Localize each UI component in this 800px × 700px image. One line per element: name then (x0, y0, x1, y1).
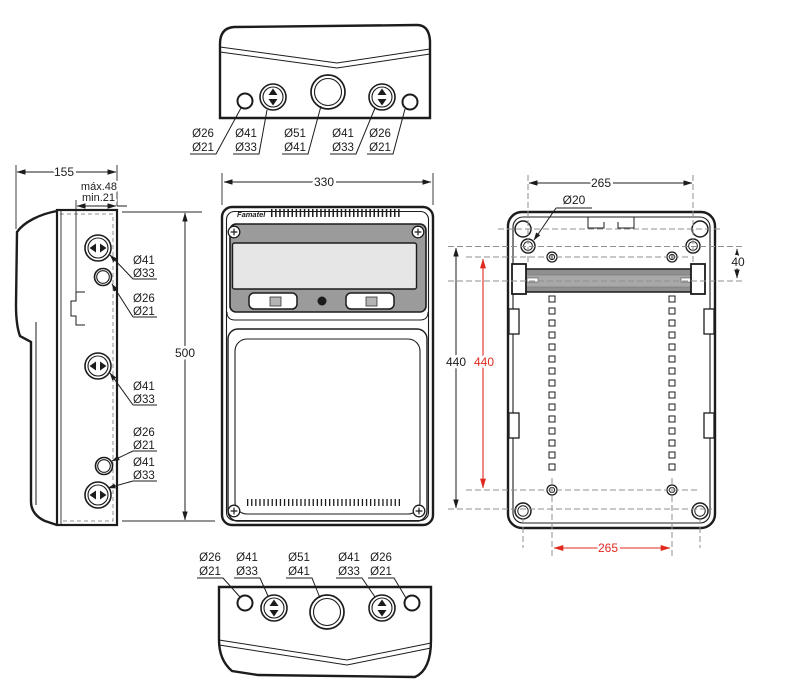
dim-min-label: min.21 (82, 192, 115, 204)
hole-label: Ø33 (133, 470, 155, 482)
hole-label: Ø41 (236, 552, 258, 564)
hole-label: Ø41 (284, 142, 306, 154)
cable-hole (310, 74, 346, 110)
bottom-view: Ø26 Ø21 Ø41 Ø33 Ø51 Ø41 Ø41 Ø33 Ø26 Ø21 (197, 552, 433, 679)
hole-label: Ø51 (284, 128, 306, 140)
hole-label: Ø26 (369, 128, 391, 140)
hole-label: Ø21 (369, 142, 391, 154)
dim-max-label: máx.48 (81, 181, 117, 193)
hole-label: Ø33 (235, 142, 257, 154)
hole-label: Ø26 (199, 552, 221, 564)
wall-tab (508, 412, 520, 439)
hole-label: Ø51 (288, 552, 310, 564)
back-body (506, 210, 717, 530)
hole-label: Ø41 (235, 128, 257, 140)
knockout-icon (260, 594, 288, 622)
wall-tab (703, 308, 715, 335)
hanging-slot (587, 217, 605, 229)
door (227, 328, 428, 522)
hole-label: Ø33 (133, 268, 155, 280)
hole-label: Ø41 (133, 255, 155, 267)
hole-label: Ø21 (133, 306, 155, 318)
knockout-icon (84, 234, 112, 262)
hole-label: Ø33 (332, 142, 354, 154)
hole-label: Ø33 (133, 394, 155, 406)
dim-440-red-label: 440 (474, 355, 494, 369)
dim-500-label: 500 (175, 346, 195, 360)
front-view: Famatel (220, 205, 435, 527)
cable-hole (236, 594, 254, 612)
dim-330-label: 330 (314, 175, 334, 189)
dim-40-label: 40 (731, 255, 745, 269)
side-lid-profile (14, 209, 58, 527)
hole-label: Ø41 (133, 381, 155, 393)
screw-icon (412, 504, 426, 518)
rail-end-cap (511, 263, 527, 295)
hole-label: Ø21 (199, 566, 221, 578)
hole-label: Ø41 (133, 457, 155, 469)
dim-265-red-label: 265 (598, 541, 618, 555)
hole-label: Ø41 (338, 552, 360, 564)
cable-hole (309, 594, 345, 630)
meter-window (231, 242, 418, 290)
knockout-icon (84, 481, 112, 509)
screw-icon (227, 504, 241, 518)
wall-tab (703, 412, 715, 439)
back-view (506, 210, 717, 530)
hole-label: Ø26 (370, 552, 392, 564)
dimensions: 155 máx.48 min.21 500 330 265 Ø20 40 440… (15, 163, 747, 558)
cable-hole (403, 594, 421, 612)
centerlines (448, 175, 745, 557)
hole-label: Ø41 (332, 128, 354, 140)
knockout-icon (259, 83, 287, 111)
wall-tab (508, 308, 520, 335)
knockout-icon (84, 352, 112, 380)
dim-155-label: 155 (54, 165, 74, 179)
hole-label: Ø26 (133, 427, 155, 439)
knockout-icon (368, 594, 396, 622)
cable-hole (94, 456, 114, 476)
knockout-icon (368, 83, 396, 111)
screw-icon (411, 225, 425, 239)
hole-label: Ø21 (192, 142, 214, 154)
brand-logo: Famatel (237, 210, 266, 219)
rail-end-cap (690, 263, 706, 295)
hole-label: Ø33 (236, 566, 258, 578)
cable-hole (236, 92, 254, 110)
hole-label: Ø26 (133, 293, 155, 305)
hole-label: Ø26 (192, 128, 214, 140)
top-view: Ø26 Ø21 Ø41 Ø33 Ø51 Ø41 Ø41 Ø33 Ø26 Ø21 (190, 23, 432, 155)
screw-icon (227, 225, 241, 239)
hole-label: Ø21 (133, 440, 155, 452)
hole-label: Ø21 (370, 566, 392, 578)
hole-d20-label: Ø20 (563, 193, 586, 207)
mount-bracket-profile (70, 291, 85, 326)
dim-440-label: 440 (446, 355, 466, 369)
cable-hole (93, 267, 113, 287)
cable-hole (401, 93, 419, 111)
lock-point (317, 296, 327, 306)
hole-label: Ø41 (288, 566, 310, 578)
hanging-slot (617, 217, 635, 229)
hole-label: Ø33 (338, 566, 360, 578)
side-view: Ø41 Ø33 Ø26 Ø21 Ø41 Ø33 Ø26 Ø21 Ø41 Ø33 (14, 208, 157, 527)
dim-265-top-label: 265 (591, 176, 611, 190)
